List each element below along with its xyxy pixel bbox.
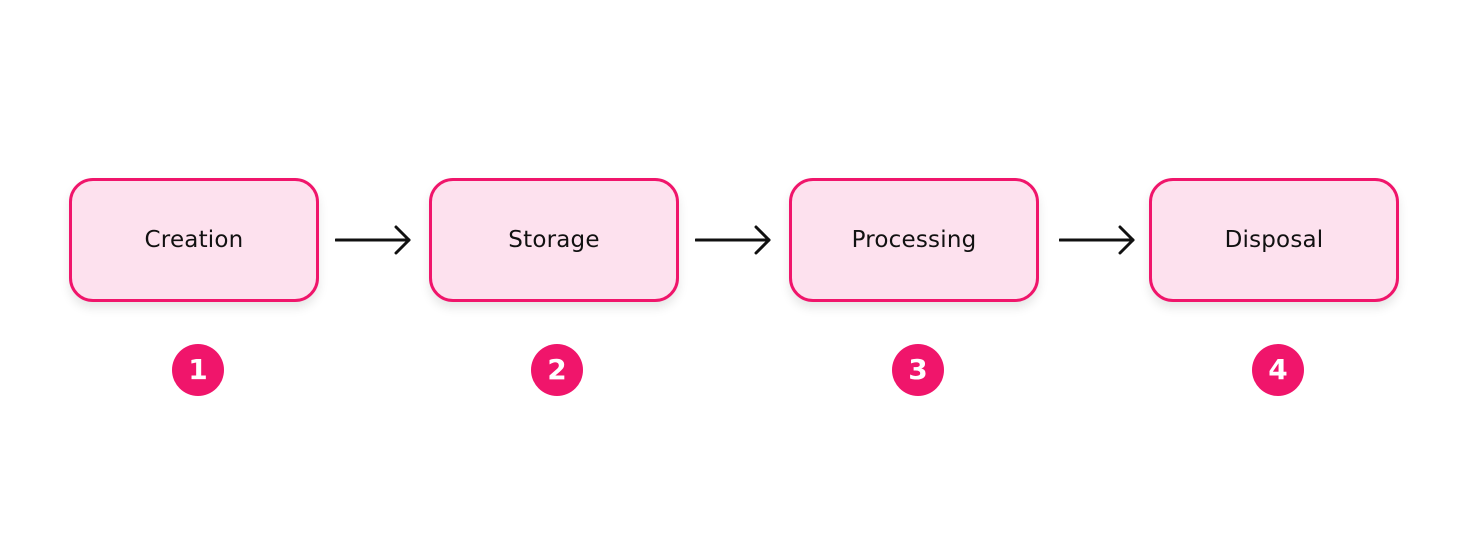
step-label: Disposal [1224, 227, 1324, 253]
step-processing-box: Processing [789, 178, 1039, 302]
step-number-badge: 1 [172, 344, 224, 396]
arrow-right-icon [695, 225, 771, 255]
step-label: Storage [508, 227, 600, 253]
arrow-right-icon [1059, 225, 1135, 255]
step-storage-box: Storage [429, 178, 679, 302]
step-number: 4 [1268, 353, 1288, 386]
arrow-right-icon [335, 225, 411, 255]
step-number: 1 [188, 353, 208, 386]
step-creation-box: Creation [69, 178, 319, 302]
step-label: Processing [851, 227, 977, 253]
step-number-badge: 4 [1252, 344, 1304, 396]
step-number: 3 [908, 353, 928, 386]
step-label: Creation [144, 227, 244, 253]
step-number-badge: 3 [892, 344, 944, 396]
step-number: 2 [547, 353, 567, 386]
step-disposal-box: Disposal [1149, 178, 1399, 302]
step-number-badge: 2 [531, 344, 583, 396]
